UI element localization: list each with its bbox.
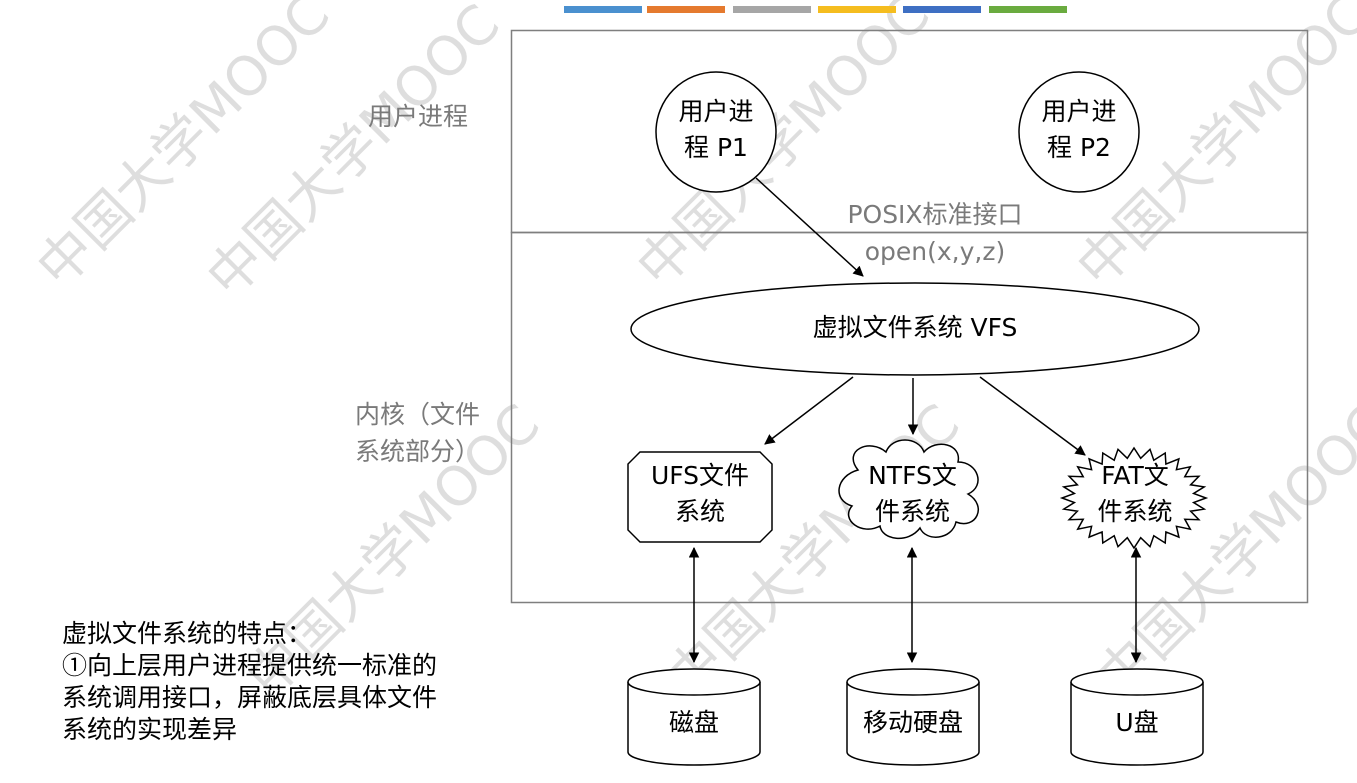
feature-note-line1: ①向上层用户进程提供统一标准的	[62, 651, 438, 680]
fat-burst	[1059, 446, 1209, 550]
process-p1-label: 用户进 程 P1	[666, 94, 766, 166]
color-stripe-5	[903, 6, 981, 13]
posix-interface-label: POSIX标准接口	[847, 200, 1023, 229]
process-p2-line2: 程 P2	[1047, 133, 1111, 162]
process-p2-label: 用户进 程 P2	[1029, 94, 1129, 166]
arrow-vfs-to-fat	[979, 376, 1086, 456]
feature-note-line2: 系统调用接口，屏蔽底层具体文件	[62, 683, 438, 712]
ufs-line2: 系统	[674, 497, 725, 526]
fat-line1: FAT文	[1101, 461, 1169, 490]
usb-drive-cylinder	[1070, 668, 1204, 766]
process-p1-line1: 用户进	[678, 97, 754, 126]
ufs-shape	[627, 451, 773, 543]
ufs-line1: UFS文件	[650, 461, 750, 490]
arrow-p1-to-vfs	[755, 177, 864, 277]
ufs-label: UFS文件 系统	[630, 458, 770, 530]
color-stripe-3	[733, 6, 811, 13]
ntfs-cloud	[838, 439, 979, 539]
kernel-layer-label: 内核（文件 系统部分）	[355, 396, 480, 470]
feature-note: 虚拟文件系统的特点： ①向上层用户进程提供统一标准的 系统调用接口，屏蔽底层具体…	[62, 618, 542, 746]
feature-note-title: 虚拟文件系统的特点：	[62, 619, 313, 648]
usb-drive-label: U盘	[1115, 708, 1159, 737]
ntfs-label: NTFS文 件系统	[845, 458, 980, 530]
color-stripe-1	[564, 6, 642, 13]
kernel-layer-label-line2: 系统部分）	[355, 437, 481, 466]
user-process-layer-label: 用户进程	[368, 102, 469, 131]
process-p1-line2: 程 P1	[684, 133, 748, 162]
fat-label: FAT文 件系统	[1065, 458, 1205, 530]
ntfs-line2: 件系统	[874, 497, 950, 526]
vfs-ellipse	[630, 282, 1200, 376]
vfs-label: 虚拟文件系统 VFS	[812, 313, 1018, 342]
disk-cylinder	[627, 668, 761, 766]
feature-note-line3: 系统的实现差异	[62, 715, 238, 744]
removable-hdd-label: 移动硬盘	[862, 708, 963, 737]
arrow-vfs-to-ufs	[764, 376, 854, 445]
process-p1-circle	[655, 71, 777, 193]
process-p2-circle	[1018, 71, 1140, 193]
kernel-layer-label-line1: 内核（文件	[355, 400, 481, 429]
color-stripe-4	[818, 6, 896, 13]
removable-hdd-cylinder	[846, 668, 980, 766]
open-call-label: open(x,y,z)	[864, 237, 1006, 266]
fat-line2: 件系统	[1097, 497, 1173, 526]
process-p2-line1: 用户进	[1041, 97, 1117, 126]
color-stripe-6	[989, 6, 1067, 13]
ntfs-line1: NTFS文	[868, 461, 957, 490]
disk-label: 磁盘	[668, 708, 719, 737]
color-stripe-2	[647, 6, 725, 13]
